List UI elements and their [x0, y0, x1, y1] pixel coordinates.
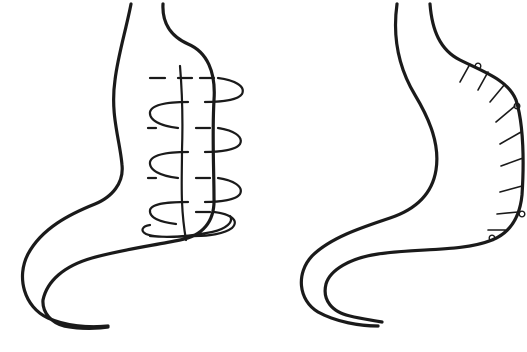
suture-loop-2	[150, 102, 241, 152]
suture-loop-3	[150, 152, 241, 202]
left-spiral-suture	[143, 66, 243, 240]
stitch-2	[478, 72, 488, 90]
right-panel-interrupted-suture	[301, 4, 524, 326]
stitch-8	[497, 212, 518, 214]
left-stomach-outline	[22, 4, 214, 328]
stitch-1	[460, 64, 470, 82]
knot-3	[519, 211, 525, 217]
suture-loop-4	[150, 202, 235, 236]
stitch-4	[496, 106, 515, 122]
stitch-6	[501, 158, 523, 166]
right-stomach-outline	[301, 4, 523, 326]
right-interrupted-stitches	[460, 63, 525, 241]
left-inner-contour	[43, 4, 214, 328]
stitch-3	[490, 84, 505, 102]
stitch-5	[500, 132, 521, 144]
suture-loop-1	[150, 78, 243, 102]
right-inner-contour	[325, 4, 523, 322]
left-outer-contour	[22, 4, 131, 327]
stitch-7	[500, 186, 522, 192]
left-panel-running-suture	[22, 4, 242, 328]
right-outer-contour	[301, 4, 437, 326]
